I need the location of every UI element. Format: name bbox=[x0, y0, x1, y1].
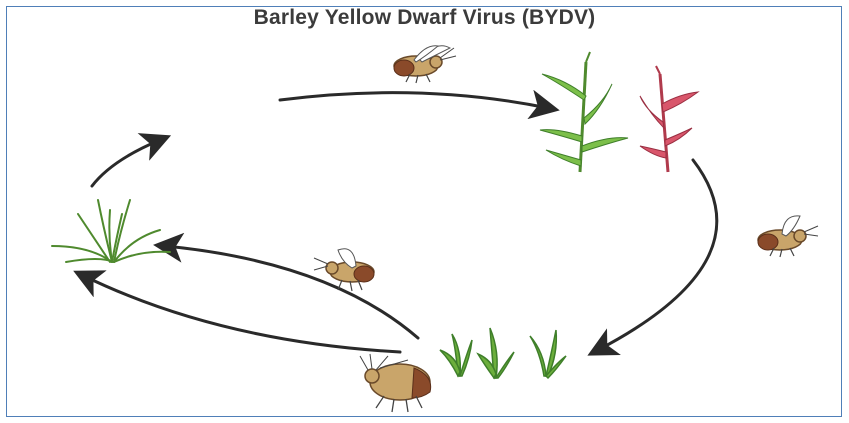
grass-tuft-icon bbox=[52, 200, 170, 262]
arrow-grass-up bbox=[92, 140, 160, 186]
arrow-crop-to-seedlings bbox=[598, 160, 717, 350]
cereal-seedlings-icon bbox=[440, 328, 566, 378]
wingless-aphid-bottom-icon bbox=[360, 354, 431, 412]
winged-aphid-top-icon bbox=[394, 46, 456, 83]
arrow-seedlings-to-grass-lower bbox=[84, 276, 400, 352]
winged-aphid-left-icon bbox=[314, 249, 374, 291]
green-cereal-plant-icon bbox=[540, 52, 628, 172]
arrow-seedlings-to-grass-upper bbox=[165, 246, 418, 338]
arrow-top-to-crop bbox=[280, 93, 548, 108]
winged-aphid-right-icon bbox=[758, 216, 818, 257]
red-cereal-plant-icon bbox=[640, 66, 698, 172]
